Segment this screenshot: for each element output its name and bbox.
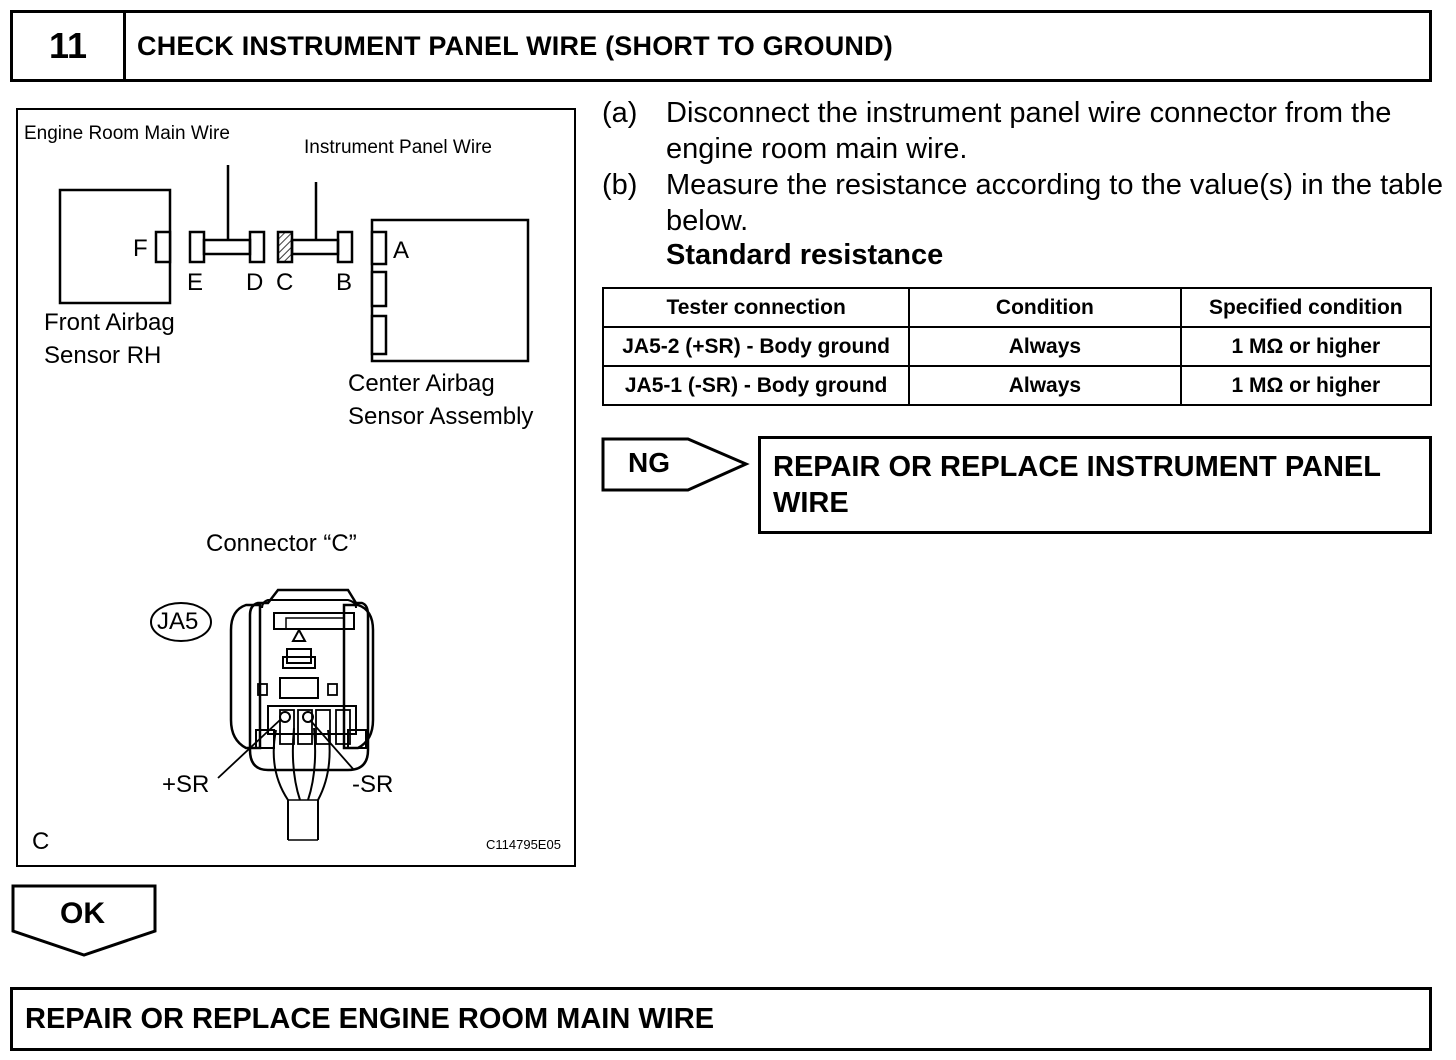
table-cell: 1 MΩ or higher (1179, 326, 1433, 367)
table-cell: Always (908, 365, 1182, 406)
connector-c-title: Connector “C” (206, 530, 357, 557)
engine-room-main-wire-label: Engine Room Main Wire (24, 123, 230, 144)
terminal-2 (279, 711, 291, 723)
table-header-cell: Tester connection (601, 287, 911, 328)
connector-id-label: JA5 (157, 608, 199, 635)
step-title: CHECK INSTRUMENT PANEL WIRE (SHORT TO GR… (137, 30, 893, 61)
engine-room-wire-body (202, 238, 252, 256)
connector-c-detail (150, 588, 375, 841)
connector-a-label: A (393, 237, 410, 264)
table-row: JA5-2 (+SR) - Body ground Always 1 MΩ or… (601, 326, 1433, 367)
instruction-text: Disconnect the instrument panel wire con… (666, 97, 1392, 165)
center-sensor-label-2: Sensor Assembly (348, 403, 534, 430)
connector-f-label: F (133, 235, 148, 262)
connector-c (276, 230, 294, 264)
minus-sr-leader (309, 719, 355, 771)
plus-sr-leader (217, 719, 281, 779)
instruction-text: Measure the resistance according to the … (666, 169, 1443, 237)
connector-d (248, 230, 266, 264)
step-header: 11 CHECK INSTRUMENT PANEL WIRE (SHORT TO… (10, 10, 1432, 82)
instrument-panel-wire-body (290, 238, 340, 256)
instruction-letter: (a) (602, 97, 638, 129)
connector-f (154, 230, 172, 264)
wiring-diagram (58, 165, 530, 841)
ok-arrow-shape (11, 884, 157, 957)
connector-a (370, 230, 388, 266)
minus-sr-label: -SR (352, 771, 394, 798)
table-header-cell: Condition (908, 287, 1182, 328)
instrument-panel-wire-label: Instrument Panel Wire (304, 137, 492, 158)
connector-b-label: B (336, 269, 353, 296)
connector-b (336, 230, 354, 264)
instruction-b: (b) Measure the resistance according to … (602, 167, 1443, 237)
front-sensor-label-2: Sensor RH (44, 342, 162, 369)
table-row: JA5-1 (-SR) - Body ground Always 1 MΩ or… (601, 365, 1433, 406)
connector-left-ear (229, 603, 262, 750)
corner-letter: C (32, 828, 50, 855)
connector-c-label: C (276, 269, 294, 296)
ng-arrow-shape (601, 437, 750, 492)
figure-code: C114795E05 (486, 837, 561, 852)
ja5-badge (150, 602, 212, 642)
table-cell: 1 MΩ or higher (1179, 365, 1433, 406)
ng-result-box: REPAIR OR REPLACE INSTRUMENT PANEL WIRE (758, 436, 1432, 534)
ok-label: OK (60, 897, 105, 930)
instruction-letter: (b) (602, 169, 638, 201)
standard-label: Standard resistance (666, 239, 944, 271)
table-header-cell: Specified condition (1179, 287, 1433, 328)
center-sensor-label-1: Center Airbag (348, 370, 495, 397)
table-cell: JA5-2 (+SR) - Body ground (601, 326, 911, 367)
table-header-row: Tester connection Condition Specified co… (601, 287, 1433, 328)
final-result-box: REPAIR OR REPLACE ENGINE ROOM MAIN WIRE (10, 987, 1432, 1051)
triangle-mark (291, 627, 307, 642)
resistance-table: Tester connection Condition Specified co… (601, 287, 1433, 406)
connector-right-ear (342, 603, 375, 750)
front-sensor-label-1: Front Airbag (44, 309, 175, 336)
connector-d-label: D (246, 269, 264, 296)
connector-e (188, 230, 206, 264)
plus-sr-label: +SR (162, 771, 210, 798)
terminal-1 (302, 711, 314, 723)
ng-label: NG (628, 447, 670, 478)
instruction-a: (a) Disconnect the instrument panel wire… (602, 95, 1432, 165)
front-airbag-sensor-box (58, 188, 172, 305)
connector-e-label: E (187, 269, 204, 296)
wiring-illustration: Engine Room Main Wire Instrument Panel W… (16, 108, 576, 867)
connector-housing (248, 588, 370, 772)
step-number: 11 (13, 13, 126, 79)
table-cell: JA5-1 (-SR) - Body ground (601, 365, 911, 406)
ng-result-text: REPAIR OR REPLACE INSTRUMENT PANEL WIRE (773, 451, 1381, 519)
table-cell: Always (908, 326, 1182, 367)
final-result-text: REPAIR OR REPLACE ENGINE ROOM MAIN WIRE (25, 1002, 715, 1035)
